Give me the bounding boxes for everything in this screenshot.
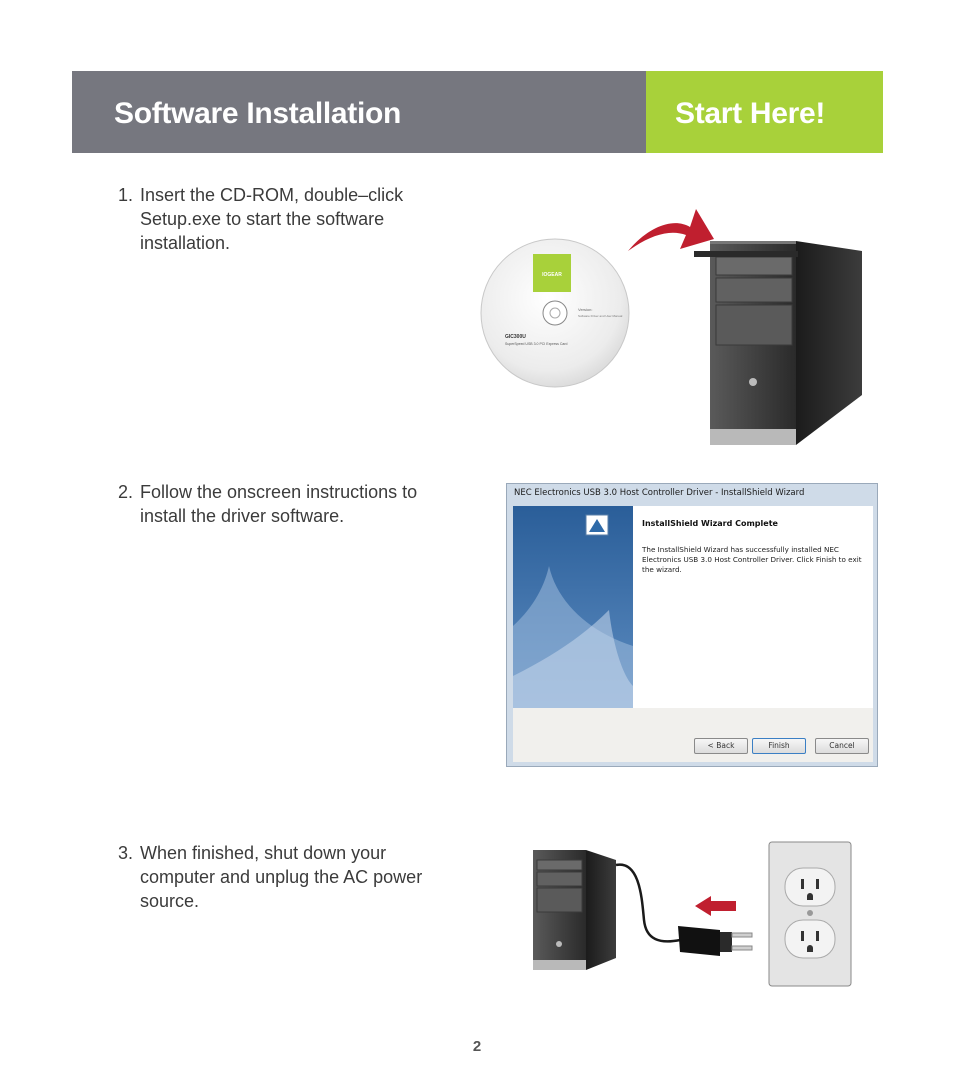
step-2: 2. Follow the onscreen instructions to i… bbox=[118, 480, 428, 528]
step-3-number: 3. bbox=[118, 843, 134, 863]
start-here-panel: Start Here! bbox=[646, 71, 883, 153]
unplug-illustration bbox=[533, 841, 852, 987]
step-1-number: 1. bbox=[118, 185, 134, 205]
step-2-number: 2. bbox=[118, 482, 134, 502]
step-3-text: When finished, shut down your computer a… bbox=[140, 843, 423, 911]
finish-button[interactable]: Finish bbox=[752, 738, 806, 754]
disc-tray-icon bbox=[694, 251, 798, 257]
unplug-arrow-icon bbox=[695, 896, 736, 916]
insert-arrow-icon bbox=[628, 209, 714, 251]
cd-brand: IOGEAR bbox=[542, 272, 562, 278]
wizard-side-panel bbox=[513, 506, 633, 708]
wall-outlet-icon bbox=[768, 841, 852, 987]
header-banner: Software Installation Start Here! bbox=[72, 71, 883, 153]
cd-model: GIC300U bbox=[505, 334, 526, 340]
back-button[interactable]: < Back bbox=[694, 738, 748, 754]
step-1: 1. Insert the CD-ROM, double–click Setup… bbox=[118, 183, 428, 255]
wizard-body: InstallShield Wizard Complete The Instal… bbox=[513, 506, 873, 708]
step-3: 3. When finished, shut down your compute… bbox=[118, 841, 428, 913]
cd-insert-illustration: IOGEAR Version: Software Driver and User… bbox=[480, 209, 862, 445]
power-plug-icon bbox=[678, 926, 753, 956]
computer-tower-icon bbox=[533, 850, 616, 970]
step-1-text: Insert the CD-ROM, double–click Setup.ex… bbox=[140, 185, 404, 253]
installshield-wizard-window: NEC Electronics USB 3.0 Host Controller … bbox=[506, 483, 878, 767]
page-number: 2 bbox=[472, 1038, 482, 1055]
wizard-title: NEC Electronics USB 3.0 Host Controller … bbox=[514, 488, 805, 498]
cd-product: SuperSpeed USB 3.0 PCI Express Card bbox=[505, 342, 568, 346]
cancel-button[interactable]: Cancel bbox=[815, 738, 869, 754]
wizard-message: The InstallShield Wizard has successfull… bbox=[642, 545, 862, 574]
wizard-heading: InstallShield Wizard Complete bbox=[642, 519, 778, 528]
page-title: Software Installation bbox=[114, 97, 402, 130]
step-2-text: Follow the onscreen instructions to inst… bbox=[140, 482, 418, 526]
start-here-label: Start Here! bbox=[675, 97, 826, 130]
computer-tower-icon bbox=[710, 241, 862, 445]
sail-graphic-icon bbox=[513, 514, 633, 708]
cd-version-sub: Software Driver and User Manual bbox=[578, 314, 623, 318]
cd-version: Version: bbox=[578, 307, 592, 312]
cd-rom-icon: IOGEAR Version: Software Driver and User… bbox=[480, 238, 630, 388]
title-panel: Software Installation bbox=[72, 71, 646, 153]
wizard-footer: < Back Finish Cancel bbox=[513, 708, 873, 762]
power-cord-icon bbox=[615, 863, 681, 943]
